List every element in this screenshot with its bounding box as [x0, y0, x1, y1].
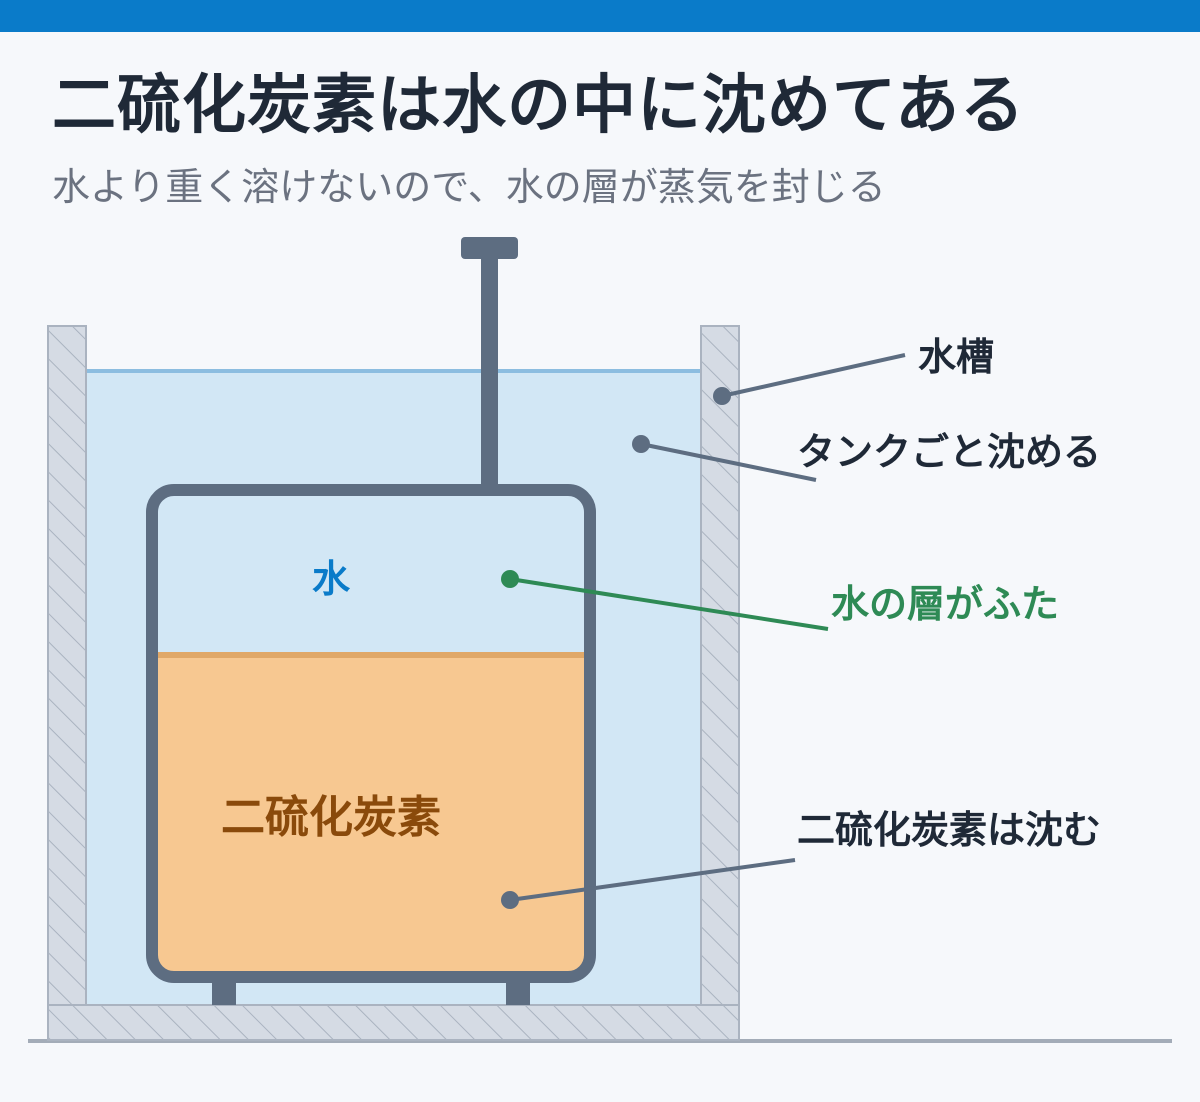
callout-water-tank-label: 水槽 — [918, 335, 994, 379]
callout-dot-cs2-sinks — [501, 891, 519, 909]
callout-water-lid-label: 水の層がふた — [831, 582, 1059, 626]
callout-dot-water-lid — [501, 570, 519, 588]
page-title: 二硫化炭素は水の中に沈めてある — [52, 69, 1026, 143]
tank-water-label: 水 — [312, 557, 351, 601]
header-bar — [0, 0, 1200, 32]
water-tank-right-wall — [700, 325, 740, 1041]
tank-cs2-label: 二硫化炭素 — [221, 792, 441, 843]
tank-rod — [481, 256, 498, 492]
water-tank-left-wall — [47, 325, 87, 1041]
tank-rod-cap — [461, 237, 518, 259]
water-tank-walls — [47, 325, 740, 1041]
page-subtitle: 水より重く溶けないので、水の層が蒸気を封じる — [52, 165, 886, 209]
tank-water-layer — [152, 490, 590, 656]
callout-submerge-label: タンクごと沈める — [797, 430, 1101, 474]
callout-dot-submerge — [632, 435, 650, 453]
tank-cs2-layer — [152, 656, 590, 977]
callout-line-submerge — [640, 442, 817, 482]
callout-line-cs2-sinks — [509, 858, 796, 902]
callout-line-water-lid — [509, 577, 829, 631]
callout-cs2-sinks-label: 二硫化炭素は沈む — [797, 808, 1101, 852]
callout-line-water-tank — [721, 353, 906, 398]
inner-tank-outline — [146, 484, 596, 983]
water-tank-floor — [47, 1004, 740, 1041]
callout-dot-water-tank — [713, 387, 731, 405]
